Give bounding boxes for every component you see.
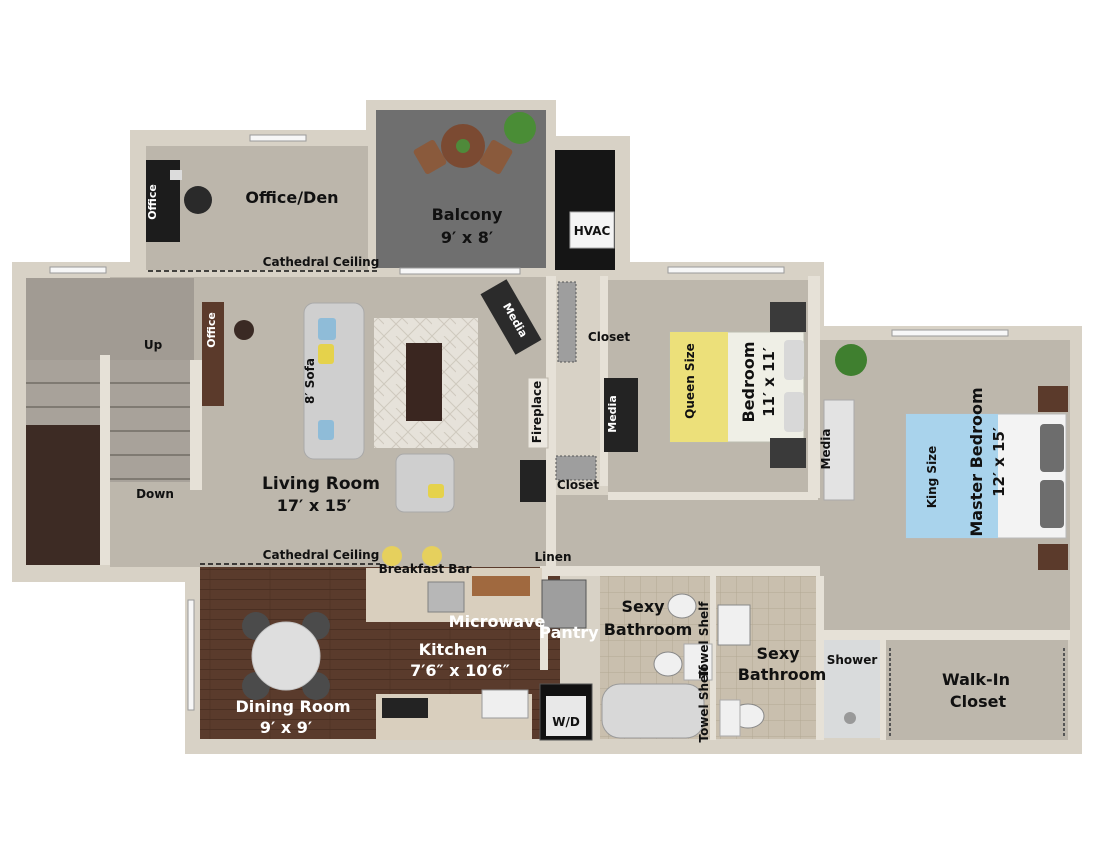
bar-stool bbox=[422, 546, 442, 566]
hvac-floor bbox=[555, 150, 615, 270]
plant-icon bbox=[456, 139, 470, 153]
fireplace-unit bbox=[527, 377, 549, 449]
sofa-label: 8′ Sofa bbox=[303, 358, 317, 404]
microwave-label: Microwave bbox=[449, 612, 546, 631]
closet-bottom-label: Closet bbox=[557, 478, 599, 492]
media-console-master bbox=[823, 399, 855, 501]
kitchen-sink bbox=[427, 581, 465, 613]
cathedral-ceiling-label-top: Cathedral Ceiling bbox=[263, 255, 380, 269]
room-label-living: Living Room bbox=[262, 474, 380, 494]
room-size-master: 12′ x 15′ bbox=[990, 427, 1008, 497]
room-size-bedroom: 11′ x 11′ bbox=[760, 347, 778, 417]
room-label-hvac: HVAC bbox=[574, 224, 611, 238]
microwave-shelf bbox=[472, 576, 530, 596]
windows bbox=[49, 134, 1009, 711]
room-label-bath2-line2: Bathroom bbox=[738, 665, 827, 684]
stairs-up-label: Up bbox=[144, 338, 163, 352]
media-console-bedroom bbox=[604, 378, 638, 452]
room-size-kitchen: 7′6″ x 10′6″ bbox=[410, 661, 510, 680]
towel-shelf-2 bbox=[719, 699, 741, 737]
sofa bbox=[303, 302, 365, 460]
plant-icon bbox=[504, 112, 536, 144]
room-label-dining: Dining Room bbox=[235, 697, 350, 716]
room-label-walkin-line1: Walk-In bbox=[942, 670, 1010, 689]
cooktop bbox=[382, 698, 428, 718]
side-table bbox=[520, 460, 546, 502]
closet-bottom-rod bbox=[555, 455, 597, 481]
nightstand bbox=[1038, 544, 1068, 570]
office-den-floor bbox=[146, 146, 368, 270]
pantry-label: Pantry bbox=[539, 623, 599, 642]
room-label-walkin-line2: Closet bbox=[950, 692, 1007, 711]
pantry-shelf bbox=[541, 579, 587, 629]
room-label-balcony: Balcony bbox=[432, 205, 503, 224]
office-desk-label: Office bbox=[146, 184, 159, 220]
hall-floor bbox=[550, 495, 818, 567]
media-bedroom-label: Media bbox=[606, 395, 619, 432]
nightstand bbox=[770, 302, 806, 332]
room-size-balcony: 9′ x 8′ bbox=[441, 228, 493, 247]
closet-top-rod bbox=[557, 281, 577, 363]
vanity-bath2 bbox=[717, 604, 751, 646]
breakfast-bar-label: Breakfast Bar bbox=[379, 562, 472, 576]
cathedral-ceiling-label-bottom: Cathedral Ceiling bbox=[263, 548, 380, 562]
office-desk bbox=[146, 160, 212, 242]
room-label-master: Master Bedroom bbox=[967, 387, 986, 536]
king-bed bbox=[905, 413, 1067, 539]
dining-table bbox=[242, 612, 330, 700]
room-label-bath1-line1: Sexy bbox=[621, 597, 665, 616]
fireplace-label: Fireplace bbox=[530, 381, 544, 443]
walkin-floor bbox=[886, 640, 1068, 740]
media-console-living bbox=[480, 279, 542, 355]
king-size-label: King Size bbox=[925, 446, 939, 509]
stairs-down bbox=[26, 425, 100, 565]
room-size-dining: 9′ x 9′ bbox=[260, 718, 312, 737]
living-office-desk-label: Office bbox=[205, 312, 218, 348]
queen-size-label: Queen Size bbox=[683, 343, 697, 419]
towel-shelf-label-1: Towel Shelf bbox=[697, 665, 711, 743]
toilet-bath1 bbox=[653, 651, 683, 677]
towel-shelf-1 bbox=[683, 643, 713, 681]
queen-bed bbox=[669, 331, 805, 443]
room-label-bedroom: Bedroom bbox=[739, 341, 758, 422]
bathtub bbox=[601, 683, 705, 739]
room-label-kitchen: Kitchen bbox=[419, 640, 488, 659]
balcony-table bbox=[413, 124, 513, 175]
nightstand bbox=[770, 438, 806, 468]
shower-drain bbox=[844, 712, 856, 724]
hvac-unit bbox=[569, 211, 615, 249]
living-office-desk bbox=[202, 302, 254, 406]
room-label-office-den: Office/Den bbox=[245, 188, 338, 207]
stairs-down-label: Down bbox=[136, 487, 174, 501]
plant-icon bbox=[835, 344, 867, 376]
wd-label: W/D bbox=[552, 715, 580, 729]
room-label-bath1-line2: Bathroom bbox=[604, 620, 693, 639]
sink-bath1 bbox=[667, 593, 697, 619]
linen-label: Linen bbox=[535, 550, 572, 564]
media-master-label: Media bbox=[819, 429, 833, 470]
nightstand bbox=[1038, 386, 1068, 412]
counter-fridge bbox=[481, 689, 529, 719]
washer-dryer-inner bbox=[546, 696, 586, 736]
room-size-living: 17′ x 15′ bbox=[277, 496, 351, 515]
shower-label: Shower bbox=[827, 653, 878, 667]
coffee-table bbox=[406, 343, 442, 421]
bar-stool bbox=[382, 546, 402, 566]
closet-top-label: Closet bbox=[588, 330, 630, 344]
room-label-bath2-line1: Sexy bbox=[756, 644, 800, 663]
towel-shelf-label-2: Towel Shelf bbox=[697, 601, 711, 679]
armchair bbox=[395, 453, 455, 513]
